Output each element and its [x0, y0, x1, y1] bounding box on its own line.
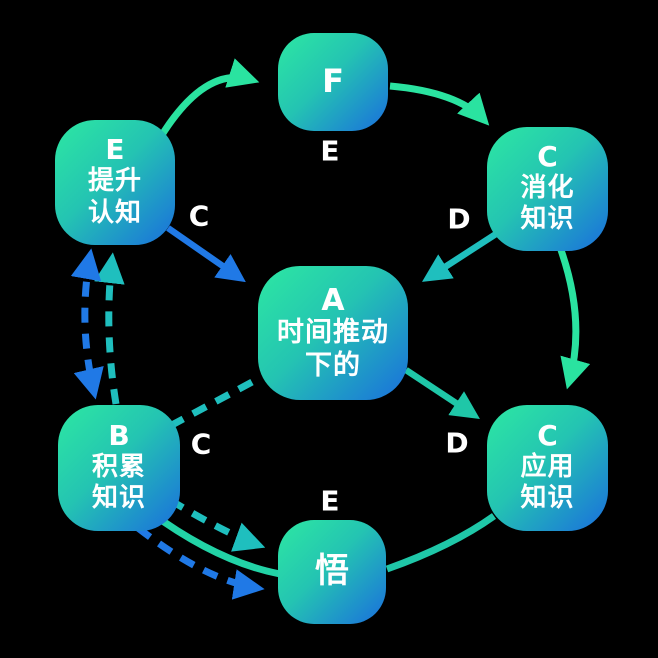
edge-label-e-to-a: C	[188, 199, 210, 233]
arrow-e-to-a	[166, 225, 246, 283]
node-a-time-driven: A 时间推动 下的	[258, 266, 408, 400]
node-e-line1: 提升	[87, 166, 142, 197]
node-a-line1: 时间推动	[277, 316, 389, 348]
node-f: F	[278, 33, 388, 131]
node-wu-enlightenment: 悟	[278, 520, 386, 624]
edge-label-a-to-c2: D	[445, 426, 469, 460]
arc-b-to-wu	[147, 509, 281, 578]
dashed-e-b-bidirectional-blue	[70, 248, 104, 400]
node-c-digest-knowledge: C 消化 知识	[487, 127, 608, 251]
edge-label-below-f: E	[320, 134, 340, 168]
arc-c1-to-c2	[557, 248, 591, 390]
arc-wu-to-c2	[385, 513, 497, 573]
node-a-line2: 下的	[305, 349, 361, 381]
arc-e-to-f	[157, 58, 260, 140]
arrow-c1-to-a	[421, 229, 501, 282]
node-wu-letter: 悟	[315, 551, 349, 592]
node-b-letter: B	[108, 418, 130, 452]
node-e-improve-cognition: E 提升 认知	[55, 120, 175, 245]
node-b-line1: 积累	[91, 451, 146, 482]
node-c1-letter: C	[537, 139, 558, 173]
edge-label-above-wu: E	[320, 484, 340, 518]
arrow-a-to-c2	[404, 367, 480, 419]
node-c2-line1: 应用	[520, 451, 575, 482]
node-c-apply-knowledge: C 应用 知识	[487, 405, 608, 531]
node-c1-line2: 知识	[520, 204, 575, 235]
node-c1-line1: 消化	[520, 172, 575, 203]
node-c2-letter: C	[537, 418, 558, 452]
node-c2-line2: 知识	[520, 483, 575, 514]
node-b-line2: 知识	[91, 483, 146, 514]
edge-label-b-to-a: C	[190, 427, 212, 461]
edge-label-c1-to-a: D	[447, 202, 471, 236]
dashed-b-to-a	[168, 377, 256, 430]
arc-f-to-c1	[389, 82, 490, 126]
dashed-b-to-wu-teal	[168, 496, 266, 552]
dashed-b-to-e-teal	[94, 252, 125, 405]
node-a-letter: A	[321, 282, 345, 318]
node-e-letter: E	[105, 133, 125, 167]
node-e-line2: 认知	[87, 197, 142, 228]
node-f-letter: F	[322, 62, 344, 101]
node-b-accumulate-knowledge: B 积累 知识	[58, 405, 180, 531]
